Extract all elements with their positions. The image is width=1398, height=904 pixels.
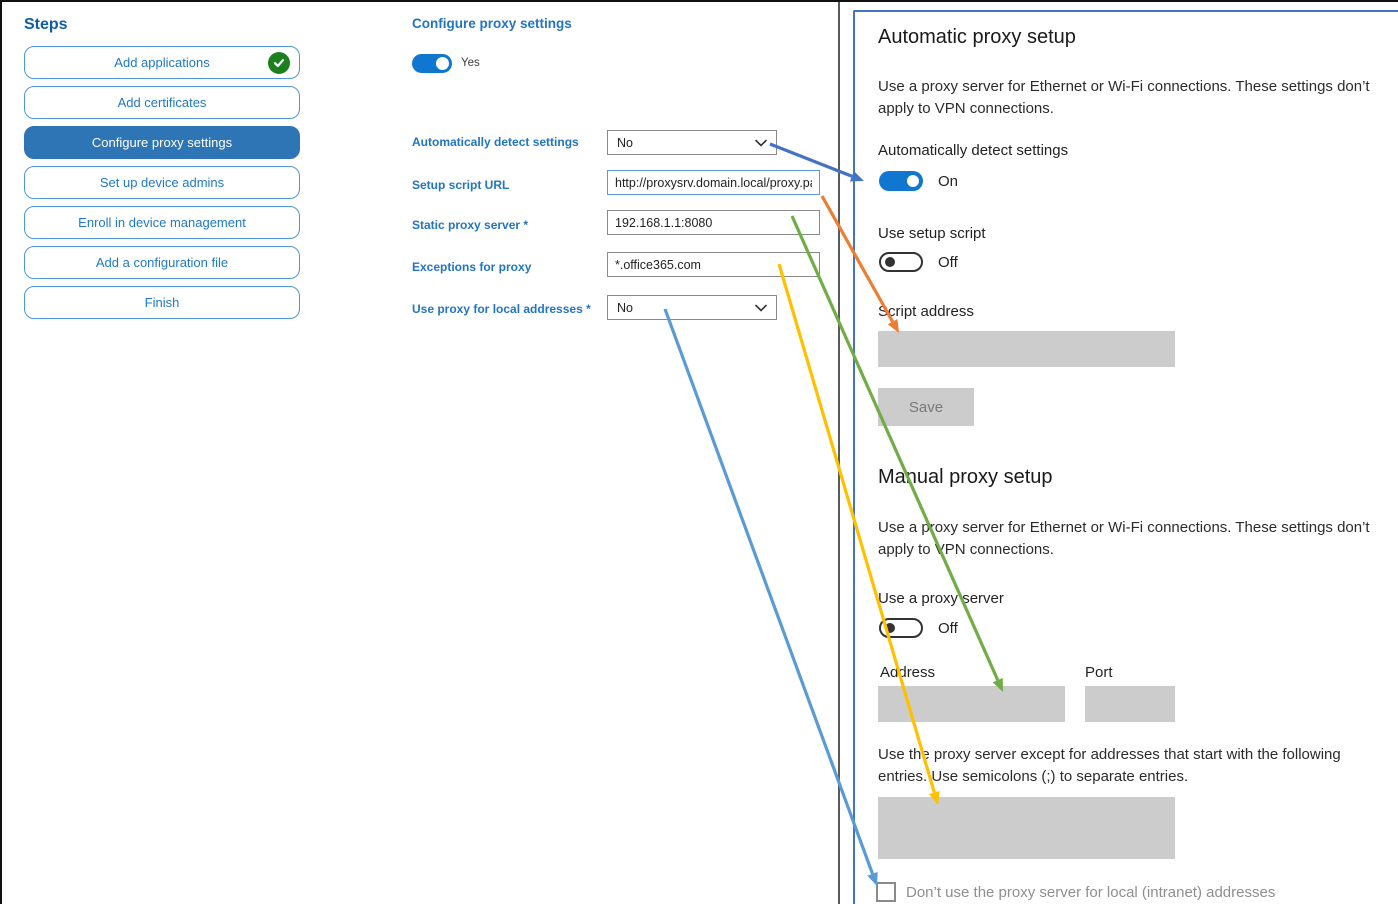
address-label: Address: [880, 664, 936, 681]
step-enroll-device-management[interactable]: Enroll in device management: [24, 206, 300, 239]
step-set-up-device-admins[interactable]: Set up device admins: [24, 166, 300, 199]
step-label: Add certificates: [117, 95, 207, 110]
step-label: Enroll in device management: [78, 215, 246, 230]
exceptions-description: Use the proxy server except for addresse…: [878, 746, 1341, 785]
port-input[interactable]: [1085, 686, 1175, 722]
select-value: No: [617, 300, 633, 315]
detect-settings-state: On: [938, 173, 959, 190]
use-proxy-server-label: Use a proxy server: [878, 590, 1004, 607]
select-use-proxy-local[interactable]: No: [607, 295, 777, 320]
steps-heading: Steps: [24, 16, 68, 33]
configure-proxy-toggle-state: Yes: [461, 57, 480, 69]
toggle-knob: [885, 623, 895, 633]
script-address-input[interactable]: [878, 331, 1175, 367]
input-static-proxy-server[interactable]: [607, 210, 820, 235]
use-proxy-server-toggle[interactable]: [879, 618, 923, 638]
step-add-configuration-file[interactable]: Add a configuration file: [24, 246, 300, 279]
port-label: Port: [1085, 664, 1113, 681]
step-add-applications[interactable]: Add applications: [24, 46, 300, 79]
step-label: Set up device admins: [99, 175, 225, 190]
arrow-local-addresses: [663, 308, 875, 875]
automatic-proxy-description: Use a proxy server for Ethernet or Wi-Fi…: [878, 78, 1370, 117]
toggle-knob: [885, 257, 895, 267]
manual-proxy-heading: Manual proxy setup: [878, 466, 1053, 488]
address-input[interactable]: [878, 686, 1065, 722]
vertical-divider: [838, 2, 840, 904]
script-address-label: Script address: [878, 303, 974, 320]
step-add-certificates[interactable]: Add certificates: [24, 86, 300, 119]
configure-proxy-toggle[interactable]: [412, 54, 452, 73]
label-automatically-detect: Automatically detect settings: [412, 135, 579, 149]
step-label: Add a configuration file: [95, 255, 229, 270]
step-finish[interactable]: Finish: [24, 286, 300, 319]
label-exceptions-for-proxy: Exceptions for proxy: [412, 260, 532, 274]
chevron-down-icon: [755, 304, 767, 312]
manual-proxy-description: Use a proxy server for Ethernet or Wi-Fi…: [878, 519, 1370, 558]
step-label: Finish: [144, 295, 180, 310]
label-setup-script-url: Setup script URL: [412, 178, 510, 192]
chevron-down-icon: [755, 139, 767, 147]
local-addresses-checkbox-label: Don’t use the proxy server for local (in…: [906, 884, 1276, 901]
use-proxy-server-state: Off: [938, 620, 958, 637]
proxy-exceptions-textarea[interactable]: [878, 797, 1175, 859]
label-static-proxy-server: Static proxy server *: [412, 218, 529, 232]
step-label: Add applications: [114, 55, 210, 70]
use-setup-script-state: Off: [938, 254, 958, 271]
use-setup-script-label: Use setup script: [878, 225, 986, 242]
completed-check-icon: [268, 51, 290, 74]
use-setup-script-toggle[interactable]: [879, 252, 923, 272]
step-configure-proxy-settings[interactable]: Configure proxy settings: [24, 126, 300, 159]
detect-settings-label: Automatically detect settings: [878, 142, 1069, 159]
select-value: No: [617, 135, 633, 150]
save-button[interactable]: Save: [878, 388, 974, 426]
automatic-proxy-heading: Automatic proxy setup: [878, 26, 1076, 48]
select-automatically-detect[interactable]: No: [607, 130, 777, 155]
form-title: Configure proxy settings: [412, 16, 572, 31]
toggle-knob: [907, 175, 919, 187]
label-use-proxy-local: Use proxy for local addresses *: [412, 302, 591, 316]
step-label: Configure proxy settings: [91, 135, 233, 150]
local-addresses-checkbox[interactable]: [876, 882, 896, 902]
toggle-knob: [436, 57, 449, 70]
detect-settings-toggle[interactable]: [879, 171, 923, 191]
input-setup-script-url[interactable]: [607, 170, 820, 195]
input-exceptions-for-proxy[interactable]: [607, 252, 820, 277]
